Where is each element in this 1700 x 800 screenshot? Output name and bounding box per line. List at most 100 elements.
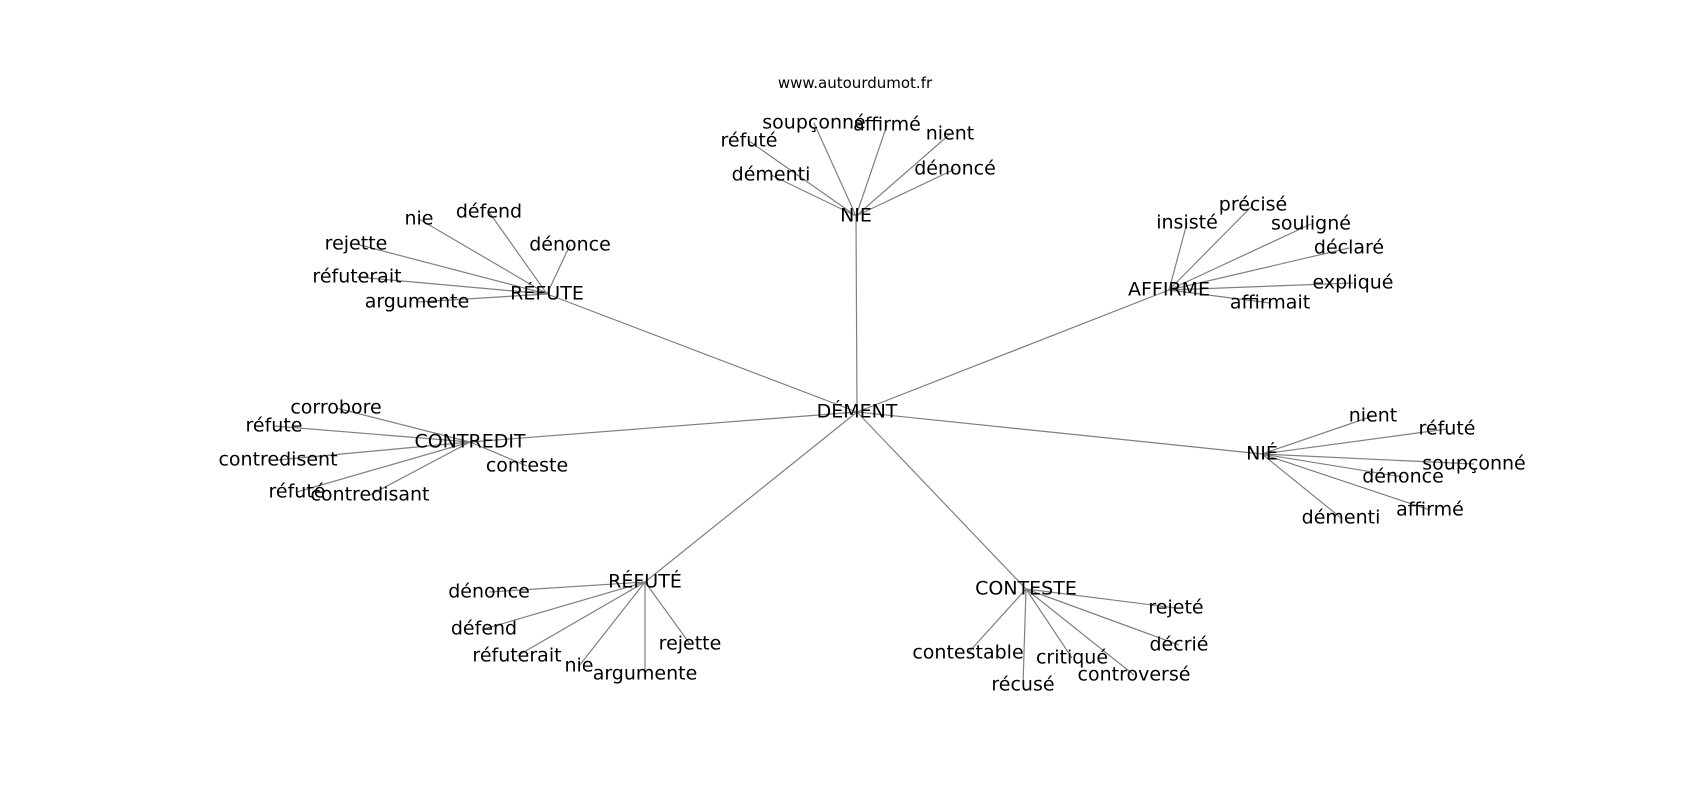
edge-contredit-to-contredisant bbox=[369, 441, 471, 496]
leaf-word-argumente: argumente bbox=[365, 291, 470, 313]
leaf-word-contestable: contestable bbox=[912, 642, 1023, 664]
leaf-word-soupconne: soupçonné bbox=[762, 112, 865, 134]
leaf-word-contredisant: contredisant bbox=[310, 484, 429, 506]
leaf-word-declare: déclaré bbox=[1314, 237, 1384, 259]
edge-refute-to-nie bbox=[418, 218, 548, 295]
hub-word-refute: RÉFUTE bbox=[510, 282, 584, 305]
leaf-word-refute: réfuté bbox=[1419, 418, 1476, 440]
edge-conteste-to-controverse bbox=[1025, 588, 1135, 676]
leaf-word-dementi: démenti bbox=[1302, 507, 1381, 529]
leaf-word-denonce: dénoncé bbox=[914, 158, 996, 180]
edge-conteste-to-decrie bbox=[1025, 588, 1180, 646]
edge-contredit-to-conteste bbox=[469, 441, 528, 467]
edge-nie-right-to-denonce bbox=[1261, 453, 1404, 478]
edge-center-to-nie-right bbox=[856, 411, 1263, 455]
leaf-word-refute: réfuté bbox=[269, 481, 326, 503]
edge-contredit-to-contredisent bbox=[277, 441, 471, 461]
edge-center-to-nie-top bbox=[855, 215, 858, 413]
edge-refute-acc-to-refuterait bbox=[516, 581, 646, 657]
leaf-word-souligne: souligné bbox=[1271, 213, 1351, 235]
hub-word-affirme: AFFIRME bbox=[1128, 279, 1210, 301]
leaf-word-nient: nient bbox=[1349, 405, 1398, 427]
leaf-word-nie: nie bbox=[404, 208, 433, 230]
leaf-word-recuse: récusé bbox=[991, 674, 1054, 696]
edge-affirme-to-souligne bbox=[1168, 223, 1312, 291]
edge-center-to-conteste bbox=[856, 411, 1027, 590]
edge-conteste-to-contestable bbox=[967, 588, 1027, 654]
edge-refute-acc-to-nie bbox=[578, 581, 646, 667]
edge-affirme-to-insiste bbox=[1168, 222, 1188, 291]
leaf-word-rejette: rejette bbox=[659, 633, 722, 655]
leaf-word-critique: critiqué bbox=[1036, 647, 1108, 669]
edge-center-to-affirme bbox=[856, 289, 1170, 413]
leaf-word-dementi: démenti bbox=[732, 164, 811, 186]
edge-refute-acc-to-denonce bbox=[488, 581, 646, 593]
edge-conteste-to-rejete bbox=[1025, 588, 1177, 609]
leaf-word-rejete: rejeté bbox=[1148, 597, 1203, 619]
leaf-word-denonce: dénonce bbox=[529, 234, 611, 256]
leaf-word-insiste: insisté bbox=[1156, 212, 1218, 234]
edge-nie-top-to-affirme bbox=[855, 124, 888, 217]
edge-nie-right-to-refute bbox=[1261, 428, 1448, 455]
hub-word-nie-top: NIE bbox=[840, 205, 872, 227]
center-word: DÉMENT bbox=[817, 400, 898, 423]
leaf-word-denonce: dénonce bbox=[448, 581, 530, 603]
edge-layer bbox=[273, 122, 1475, 686]
leaf-word-decrie: décrié bbox=[1150, 634, 1209, 656]
leaf-word-rejette: rejette bbox=[325, 233, 388, 255]
edge-conteste-to-critique bbox=[1025, 588, 1073, 659]
edge-conteste-to-recuse bbox=[1022, 588, 1027, 686]
leaf-word-nient: nient bbox=[926, 123, 975, 145]
leaf-word-nie: nie bbox=[564, 655, 593, 677]
leaf-word-conteste: conteste bbox=[486, 455, 568, 477]
leaf-word-refuterait: réfuterait bbox=[312, 266, 401, 288]
leaf-word-refuterait: réfuterait bbox=[472, 645, 561, 667]
edge-affirme-to-affirmait bbox=[1168, 289, 1271, 304]
edge-affirme-to-precise bbox=[1168, 204, 1254, 291]
edge-nie-right-to-affirme bbox=[1261, 453, 1431, 511]
edge-contredit-to-refute bbox=[273, 425, 471, 443]
edge-refute-acc-to-rejette bbox=[644, 581, 691, 645]
leaf-word-refute: réfuté bbox=[721, 130, 778, 152]
edge-nie-top-to-denonce bbox=[855, 168, 956, 217]
edge-nie-top-to-dementi bbox=[770, 174, 857, 217]
edge-nie-top-to-nient bbox=[855, 133, 951, 217]
leaf-word-affirme: affirmé bbox=[853, 114, 921, 136]
site-url: www.autourdumot.fr bbox=[778, 74, 933, 92]
leaf-word-contredisent: contredisent bbox=[218, 449, 337, 471]
edge-center-to-contredit bbox=[469, 411, 858, 443]
leaf-word-controverse: controversé bbox=[1078, 664, 1191, 686]
edge-nie-right-to-nient bbox=[1261, 415, 1374, 455]
hub-word-conteste: CONTESTE bbox=[975, 578, 1077, 600]
edge-affirme-to-explique bbox=[1168, 282, 1354, 291]
edge-nie-right-to-dementi bbox=[1261, 453, 1342, 519]
leaf-word-corrobore: corrobore bbox=[290, 397, 381, 419]
edge-contredit-to-corrobore bbox=[335, 407, 471, 443]
edge-nie-top-to-refute bbox=[748, 140, 857, 217]
leaf-word-argumente: argumente bbox=[593, 663, 698, 685]
leaf-word-affirmait: affirmait bbox=[1230, 292, 1310, 314]
edge-refute-to-denonce bbox=[546, 244, 571, 295]
hub-word-contredit: CONTREDIT bbox=[414, 431, 525, 453]
edge-nie-top-to-soupconne bbox=[813, 122, 857, 217]
edge-center-to-refute-acc bbox=[644, 411, 858, 583]
label-layer: www.autourdumot.fr réfutésoupçonnéaffirm… bbox=[218, 74, 1525, 696]
edge-refute-to-rejette bbox=[355, 243, 548, 295]
edge-affirme-to-declare bbox=[1168, 247, 1350, 291]
edge-refute-to-argumente bbox=[416, 293, 548, 303]
leaf-word-defend: défend bbox=[451, 618, 517, 640]
leaf-word-explique: expliqué bbox=[1312, 272, 1393, 294]
leaf-word-denonce: dénonce bbox=[1362, 466, 1444, 488]
edge-refute-acc-to-defend bbox=[483, 581, 646, 630]
edge-refute-to-refuterait bbox=[356, 276, 548, 295]
leaf-word-affirme: affirmé bbox=[1396, 499, 1464, 521]
edge-refute-to-defend bbox=[488, 211, 548, 295]
hub-word-refute-acc: RÉFUTÉ bbox=[608, 570, 682, 593]
edge-center-to-refute bbox=[546, 293, 858, 413]
leaf-word-precise: précisé bbox=[1219, 194, 1287, 216]
hub-word-nie-right: NIÉ bbox=[1246, 442, 1278, 465]
leaf-word-refute: réfute bbox=[246, 415, 303, 437]
leaf-word-defend: défend bbox=[456, 201, 522, 223]
